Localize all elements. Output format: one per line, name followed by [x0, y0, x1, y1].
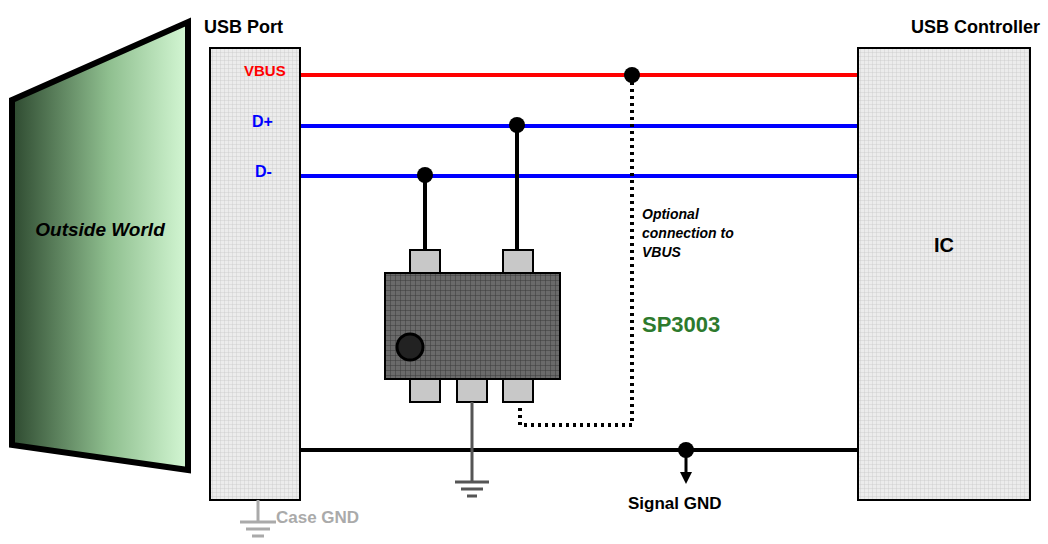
signal-wire — [300, 448, 858, 452]
junction-dot — [509, 117, 525, 133]
node-text: IC — [858, 234, 1030, 257]
signal-label: D- — [255, 163, 272, 181]
tap-wire — [515, 125, 519, 252]
ground-wire — [471, 402, 474, 482]
node-title: USB Controller — [911, 17, 1040, 38]
signal-wire — [300, 73, 858, 77]
ground-symbol — [455, 482, 489, 496]
pin1-mark — [397, 334, 423, 360]
chip-pin — [410, 378, 440, 402]
chip-pin — [410, 250, 440, 274]
usb-controller: USB ControllerIC — [858, 48, 1030, 500]
tap-wire — [423, 175, 427, 252]
ground-arrow — [685, 450, 688, 474]
ground-wire — [257, 500, 260, 522]
junction-dot — [417, 167, 433, 183]
usb-port-body — [210, 48, 300, 500]
outside-world: Outside World — [12, 22, 188, 470]
controller-body — [858, 48, 1030, 500]
junction-dot — [624, 67, 640, 83]
node-title: USB Port — [204, 17, 283, 38]
node-title: Outside World — [12, 218, 188, 243]
signal-label: Signal GND — [628, 494, 722, 514]
signal-wire — [300, 124, 858, 128]
signal-label: Optional connection to VBUS — [642, 205, 752, 262]
signal-label: D+ — [252, 113, 273, 131]
signal-wire — [300, 174, 858, 178]
signal-label: VBUS — [244, 62, 286, 79]
signal-label: Case GND — [276, 508, 359, 528]
ground-symbol — [240, 522, 276, 536]
chip-pin — [457, 378, 487, 402]
chip-body — [385, 273, 560, 379]
ground-arrow-head — [680, 472, 692, 484]
chip-pin — [503, 378, 533, 402]
chip-pin — [503, 250, 533, 274]
outside-world-shape — [12, 22, 188, 470]
signal-label: SP3003 — [642, 312, 720, 338]
